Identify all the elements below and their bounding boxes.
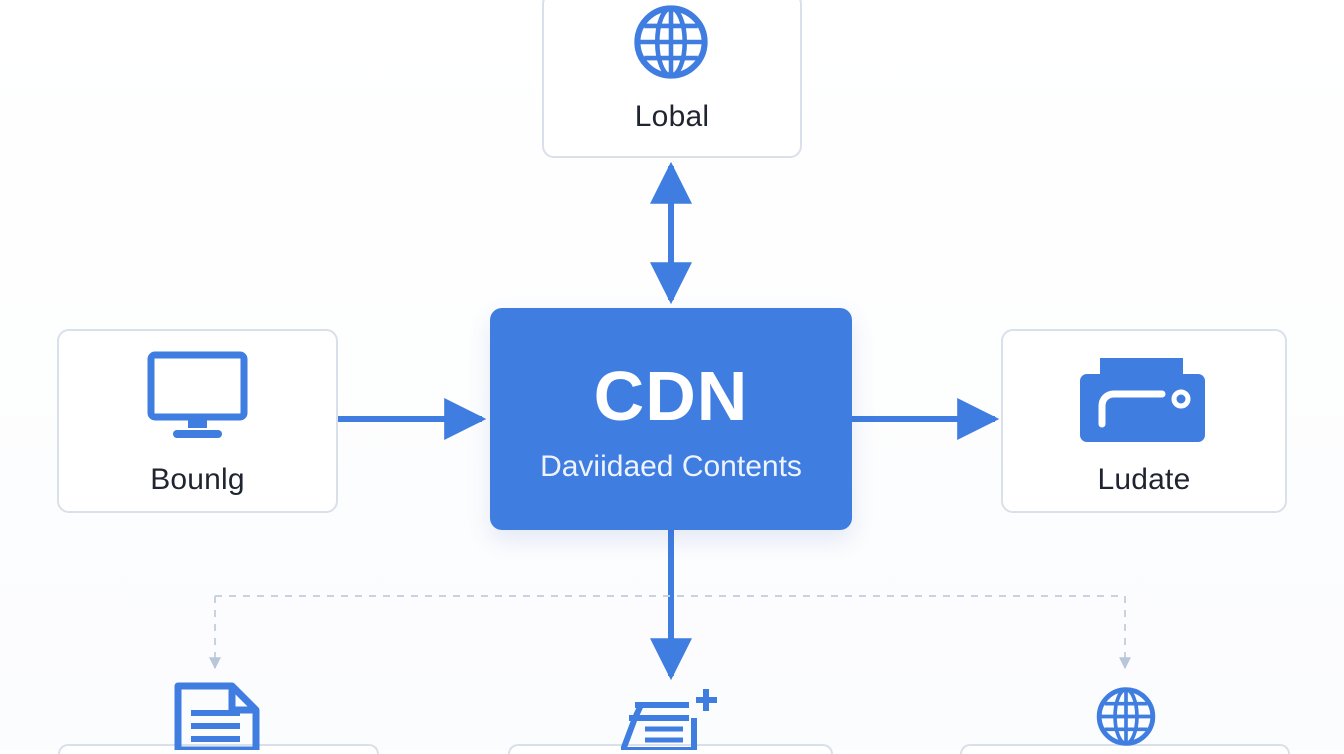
globe-icon <box>1071 683 1181 750</box>
global-node-label: Lobal <box>634 100 710 133</box>
monitor-icon <box>145 350 250 444</box>
ludate-node-label: Ludate <box>1097 463 1191 496</box>
globe-icon <box>616 0 726 84</box>
cdn-subtitle: Daviidaed Contents <box>540 450 802 483</box>
cdn-center-node: CDN Daviidaed Contents <box>490 308 852 530</box>
cdn-title: CDN <box>593 357 749 435</box>
bounlg-node-label: Bounlg <box>150 463 245 496</box>
stack-add-icon <box>621 687 721 750</box>
printer-icon <box>1080 350 1205 442</box>
document-icon <box>174 682 261 750</box>
